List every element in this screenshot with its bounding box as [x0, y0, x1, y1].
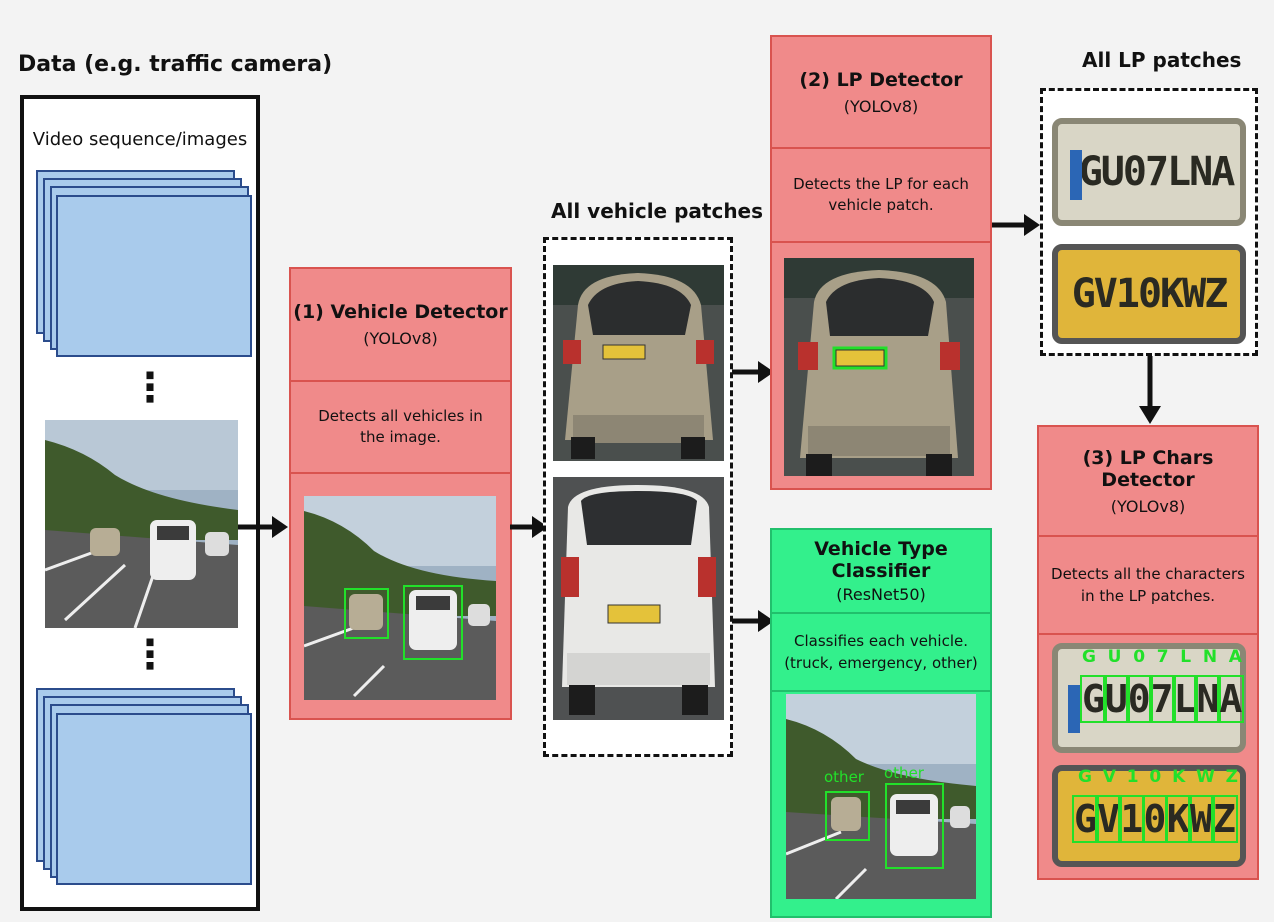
lp-detector-title: (2) LP Detector [799, 68, 963, 91]
vehicle-patch-silver [553, 265, 724, 461]
lp-plate-2: GV10KWZ [1052, 244, 1246, 344]
lp-patches-title: All LP patches [1082, 48, 1242, 72]
chars-detector-description-2: in the LP patches. [1080, 587, 1216, 605]
arrow-to-chars-detector [1139, 356, 1161, 424]
traffic-image [45, 420, 238, 628]
vehicle-patch-white [553, 477, 724, 720]
arrow-to-lp-detector [732, 361, 774, 383]
lp-detector-description: Detects the LP for each vehicle patch. [793, 175, 969, 214]
arrow-to-vehicle-detector [238, 516, 288, 538]
vehicle-patches-title: All vehicle patches [551, 199, 764, 223]
ellipsis-bottom: ⋮ [130, 632, 170, 678]
classifier-label-1: other [824, 768, 865, 786]
data-section-title: Data (e.g. traffic camera) [18, 52, 333, 77]
type-classifier-description-1: Classifies each vehicle. [793, 632, 969, 650]
data-subtitle: Video sequence/images [32, 129, 248, 150]
chars-detector-title: (3) LP Chars Detector [1082, 446, 1214, 491]
chars-detector-model: (YOLOv8) [1110, 496, 1186, 516]
lp-detector-model: (YOLOv8) [843, 96, 919, 116]
arrow-to-vehicle-patches [510, 516, 548, 538]
vehicle-detector-model: (YOLOv8) [363, 329, 438, 348]
arrow-to-type-classifier [732, 610, 774, 632]
classifier-label-2: other [884, 764, 925, 782]
ellipsis-top: ⋮ [130, 365, 170, 411]
arrow-to-lp-patches [992, 214, 1040, 236]
vehicle-detector-image [304, 496, 496, 700]
type-classifier-title: Vehicle Type Classifier [814, 538, 948, 582]
lp-plate-1: GU07LNA [1052, 118, 1246, 226]
vehicle-detector-description: Detects all vehicles in the image. [318, 407, 483, 446]
vehicle-detector-title: (1) Vehicle Detector [293, 301, 508, 323]
chars-detector-description-1: Detects all the characters [1051, 565, 1245, 583]
lp-plate-1-text: GU07LNA [1078, 149, 1236, 195]
lp-detector-image [784, 258, 974, 476]
type-classifier-image: other other [786, 694, 976, 899]
type-classifier-model: (ResNet50) [836, 585, 926, 604]
frame-stack-bottom [36, 688, 252, 898]
frame-stack-top [36, 170, 252, 360]
type-classifier-description-2: (truck, emergency, other) [784, 654, 978, 672]
lp-plate-2-text: GV10KWZ [1071, 271, 1229, 317]
